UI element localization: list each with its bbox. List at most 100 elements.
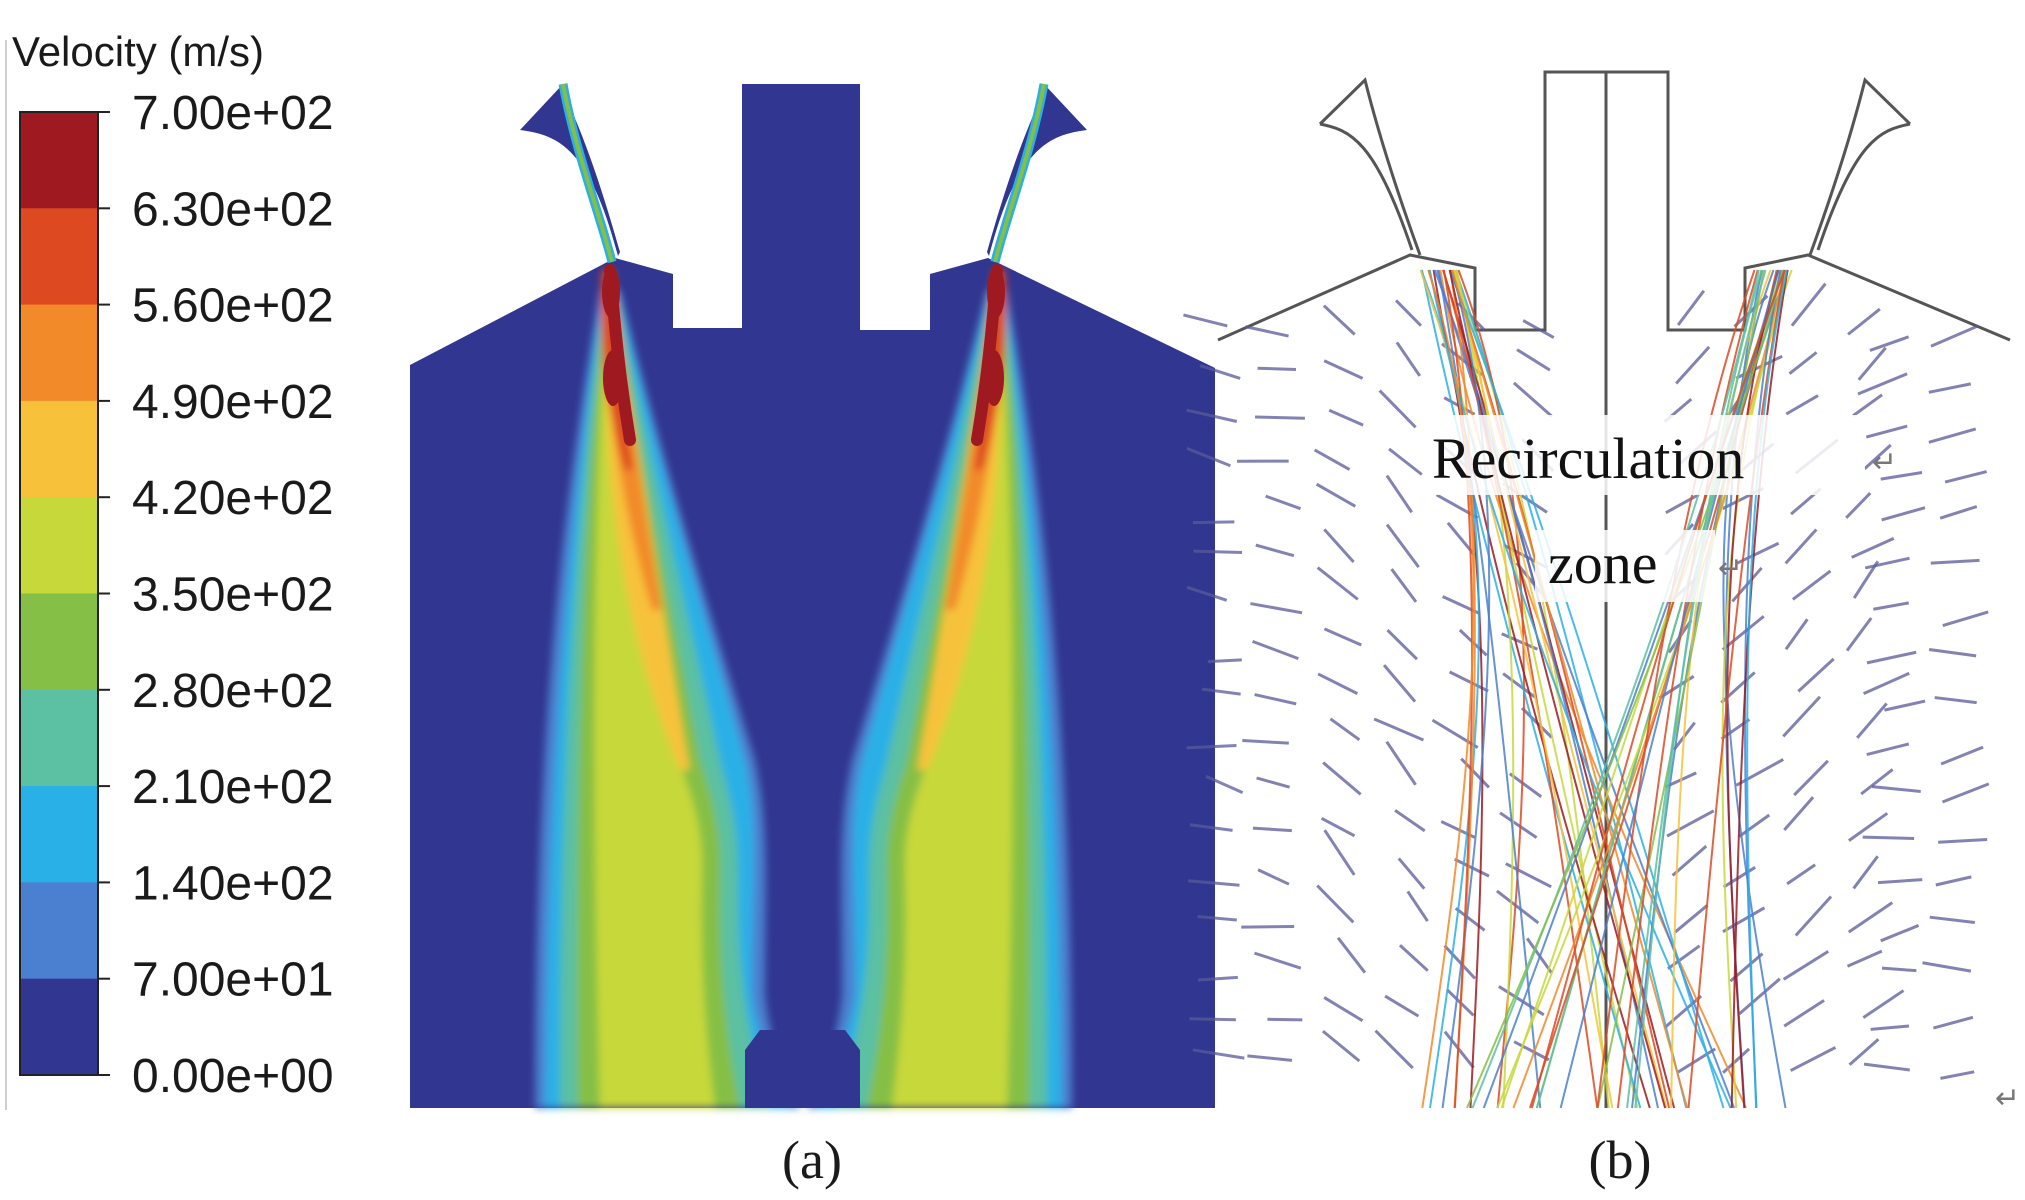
velocity-vector xyxy=(1738,813,1771,838)
velocity-vector xyxy=(1257,366,1297,371)
return-mark-3: ↵ xyxy=(1995,1081,2020,1116)
velocity-vector xyxy=(1205,774,1244,795)
velocity-vector xyxy=(1864,556,1910,570)
velocity-vector xyxy=(1735,758,1784,787)
streamline xyxy=(1721,269,1793,1109)
velocity-vector xyxy=(1186,585,1228,602)
legend-color-bands xyxy=(20,112,98,1076)
velocity-vector xyxy=(1785,394,1819,416)
velocity-vector xyxy=(1929,915,1976,924)
velocity-vector xyxy=(1789,1046,1837,1072)
velocity-vector xyxy=(1374,1029,1414,1070)
velocity-vector xyxy=(1881,966,1917,973)
velocity-vector xyxy=(1406,890,1429,922)
velocity-vector xyxy=(1928,427,1977,444)
velocity-vector xyxy=(1675,345,1711,385)
legend-tick-labels: 7.00e+026.30e+025.60e+024.90e+024.20e+02… xyxy=(98,87,334,1103)
velocity-vector xyxy=(1722,906,1766,934)
panel-a-label: (a) xyxy=(782,1130,842,1190)
legend-band xyxy=(20,786,98,883)
streamline xyxy=(1471,269,1760,1109)
velocity-vector xyxy=(1794,895,1833,937)
velocity-vector xyxy=(1852,560,1880,599)
velocity-vector xyxy=(1666,809,1715,838)
velocity-vector xyxy=(1877,878,1923,885)
streamline xyxy=(1726,269,1780,1109)
velocity-vector xyxy=(1186,743,1237,750)
velocity-vector xyxy=(1329,717,1361,742)
velocity-vector xyxy=(1197,915,1237,922)
velocity-vector xyxy=(1186,408,1238,423)
velocity-vector xyxy=(1522,319,1555,339)
velocity-vector xyxy=(1941,782,1990,804)
velocity-vector xyxy=(1786,863,1817,886)
legend-tick-label: 4.90e+02 xyxy=(132,376,334,429)
velocity-vector xyxy=(1863,1062,1910,1072)
legend-tick-label: 0.00e+00 xyxy=(132,1050,334,1103)
velocity-vector xyxy=(1944,470,1988,484)
velocity-vector xyxy=(1199,364,1241,380)
velocity-vector xyxy=(1316,566,1359,601)
velocity-legend: Velocity (m/s) 7.00e+026.30e+025.60e+024… xyxy=(5,28,334,1110)
velocity-vector xyxy=(1783,999,1825,1028)
velocity-vector xyxy=(1193,549,1243,554)
velocity-vector xyxy=(1183,313,1228,328)
zone-label: zone xyxy=(1548,531,1658,596)
velocity-vector xyxy=(1940,1070,1975,1080)
velocity-vector xyxy=(1674,904,1709,934)
right-jet-core xyxy=(971,83,1049,446)
velocity-vector xyxy=(1516,348,1551,372)
velocity-vector xyxy=(1880,471,1923,481)
velocity-vector xyxy=(1847,307,1881,336)
velocity-vector xyxy=(1738,977,1781,1016)
legend-title: Velocity (m/s) xyxy=(12,28,264,75)
velocity-vector xyxy=(1323,359,1364,380)
velocity-vector xyxy=(1871,785,1921,794)
legend-tick-label: 2.10e+02 xyxy=(132,761,334,814)
left-jet-core xyxy=(558,83,636,446)
streamline xyxy=(1466,269,1785,1109)
velocity-vector xyxy=(1880,924,1920,943)
velocity-vector xyxy=(1197,975,1238,982)
velocity-vector xyxy=(1930,558,1980,565)
velocity-vector xyxy=(1443,944,1477,980)
velocity-vector xyxy=(1857,372,1908,396)
legend-tick-label: 7.00e+01 xyxy=(132,954,334,1007)
velocity-vector xyxy=(1848,1038,1880,1066)
legend-band xyxy=(20,208,98,306)
velocity-vector xyxy=(1845,491,1872,519)
velocity-vector xyxy=(1385,740,1417,786)
streamline xyxy=(1626,269,1767,1109)
legend-tick-label: 6.30e+02 xyxy=(132,183,334,236)
velocity-vector xyxy=(1665,493,1700,514)
legend-band xyxy=(20,304,98,402)
velocity-vector xyxy=(1192,1048,1245,1060)
velocity-vector xyxy=(1378,389,1417,429)
velocity-vector xyxy=(1323,829,1356,876)
velocity-vector xyxy=(1395,341,1422,377)
streamline xyxy=(1616,269,1759,1109)
streamline xyxy=(1448,269,1725,1109)
velocity-vector xyxy=(1394,809,1426,833)
velocity-vector xyxy=(1189,1017,1236,1022)
velocity-vector xyxy=(1857,346,1887,381)
legend-band xyxy=(20,689,98,787)
streamline xyxy=(1420,269,1642,1109)
velocity-vector xyxy=(1930,324,1980,348)
velocity-vector xyxy=(1328,408,1364,427)
velocity-vector xyxy=(1252,826,1292,833)
velocity-vector xyxy=(1869,335,1910,352)
streamline xyxy=(1596,269,1756,1109)
velocity-vector xyxy=(1928,382,1972,394)
legend-band xyxy=(20,400,98,498)
velocity-vector xyxy=(1722,1047,1751,1074)
velocity-vector xyxy=(1317,672,1359,695)
velocity-vector xyxy=(1932,1015,1974,1030)
velocity-vector xyxy=(1201,687,1241,696)
velocity-vector xyxy=(1663,994,1703,1029)
left-nozzle-inlet xyxy=(520,84,620,256)
velocity-vector xyxy=(1940,745,1984,766)
velocity-vector xyxy=(1865,424,1908,439)
velocity-vector xyxy=(1395,299,1423,327)
